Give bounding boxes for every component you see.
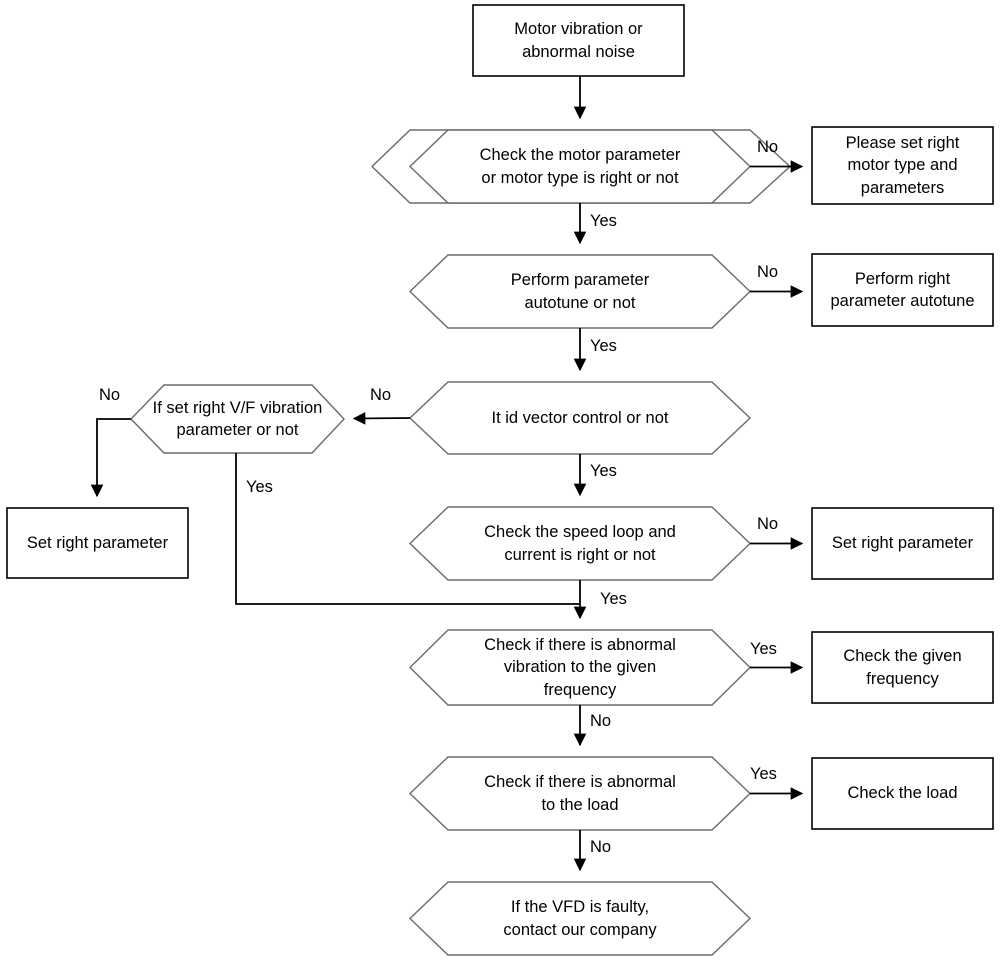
node-shape-check-motor-param-hex[interactable] xyxy=(408,129,752,204)
node-shape-abnormal-vibration[interactable] xyxy=(409,629,751,706)
node-shape-perform-right-autotune[interactable] xyxy=(811,253,994,327)
edge-label-vf-no: No xyxy=(99,386,121,404)
node-shape-vector-control[interactable] xyxy=(408,381,752,455)
node-shape-set-right-motor[interactable] xyxy=(811,126,994,205)
edge-label-load-yes: Yes xyxy=(750,765,777,783)
edge-label-vf-yes: Yes xyxy=(246,478,273,496)
edge-label-check-motor-yes: Yes xyxy=(590,212,617,230)
edge-label-vibration-no: No xyxy=(590,712,612,730)
edge-label-vector-no: No xyxy=(370,386,392,404)
edge-label-vector-yes: Yes xyxy=(590,462,617,480)
edge-label-speed-yes: Yes xyxy=(600,590,627,608)
node-shape-check-given-frequency[interactable] xyxy=(811,631,994,704)
node-shape-set-right-parameter-left[interactable] xyxy=(6,507,189,579)
node-shape-start[interactable] xyxy=(472,4,685,77)
node-shape-speed-loop[interactable] xyxy=(408,506,752,581)
connector-vf-yes xyxy=(235,453,580,605)
edge-label-autotune-yes: Yes xyxy=(590,337,617,355)
connector-vector-no xyxy=(352,412,411,425)
connector-vf-no xyxy=(90,418,131,498)
node-shape-vf-vibration[interactable] xyxy=(130,384,345,454)
node-shape-perform-autotune[interactable] xyxy=(408,254,752,329)
node-shape-vfd-faulty[interactable] xyxy=(408,881,752,956)
edge-label-check-motor-no: No xyxy=(757,138,779,156)
node-shape-abnormal-load[interactable] xyxy=(408,756,752,831)
node-shape-set-right-parameter-right[interactable] xyxy=(811,507,994,580)
edge-label-load-no: No xyxy=(590,838,612,856)
edge-label-speed-no: No xyxy=(757,515,779,533)
node-shape-check-load[interactable] xyxy=(811,757,994,830)
edge-label-autotune-no: No xyxy=(757,263,779,281)
edge-label-vibration-yes: Yes xyxy=(750,640,777,658)
